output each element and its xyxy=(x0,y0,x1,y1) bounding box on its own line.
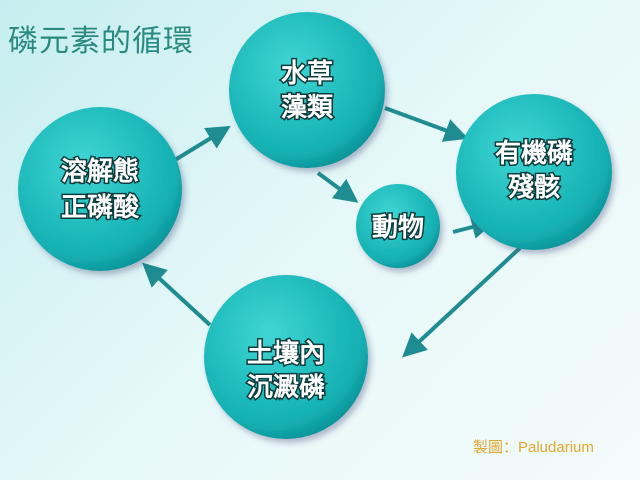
node-animals: 動物 xyxy=(356,184,440,268)
node-label: 沉澱磷 xyxy=(247,373,325,403)
node-plants: 水草 藻類 xyxy=(229,12,385,168)
arrow-residue-to-sediment xyxy=(402,246,522,358)
diagram-title: 磷元素的循環 xyxy=(8,24,194,59)
node-label: 水草 xyxy=(281,59,333,89)
node-label: 動物 xyxy=(372,213,424,243)
arrow-plants-to-residue xyxy=(384,106,469,142)
node-label: 殘骸 xyxy=(508,173,560,203)
node-sediment: 土壤內 沉澱磷 xyxy=(204,275,368,439)
node-label: 藻類 xyxy=(281,93,334,123)
arrow-sediment-to-dissolved xyxy=(142,262,212,327)
node-label: 土壤內 xyxy=(247,338,325,369)
node-label: 溶解態 xyxy=(61,156,139,187)
credit-text: 製圖：Paludarium xyxy=(473,439,594,456)
node-dissolved: 溶解態 正磷酸 xyxy=(18,107,182,271)
arrows xyxy=(142,106,522,358)
node-label: 有機磷 xyxy=(495,139,573,169)
arrow-plants-to-animals xyxy=(316,171,359,203)
node-residue: 有機磷 殘骸 xyxy=(456,94,612,250)
arrow-dissolved-to-plants xyxy=(173,125,231,162)
node-label: 正磷酸 xyxy=(61,193,140,223)
